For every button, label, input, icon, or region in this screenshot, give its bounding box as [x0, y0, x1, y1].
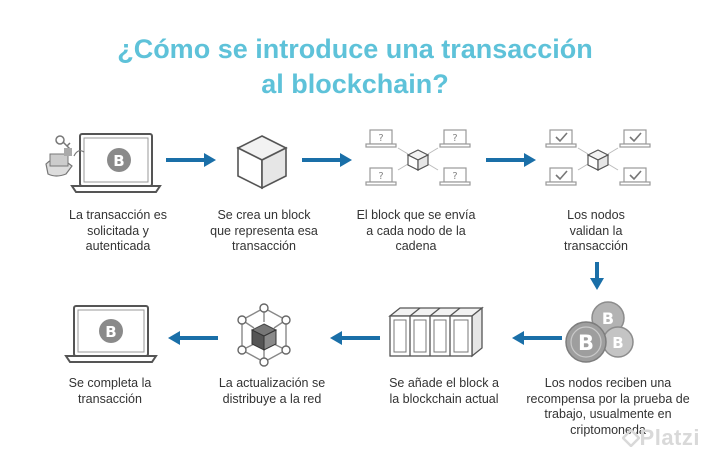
flow-arrow-down: [590, 262, 604, 290]
svg-text:?: ?: [452, 171, 457, 182]
flow-arrow-left: [168, 331, 218, 345]
flow-arrow-right: [486, 153, 536, 167]
page-title-line-2: al blockchain?: [261, 69, 449, 99]
step-3-caption: El block que se envía a cada nodo de la …: [356, 208, 476, 253]
step-8-caption: Se completa la transacción: [68, 376, 152, 406]
svg-text:B: B: [602, 309, 614, 328]
platzi-logo-icon: [622, 429, 640, 447]
svg-text:?: ?: [378, 133, 383, 144]
platzi-watermark: Platzi: [639, 425, 700, 450]
step-1-caption: La transacción es solicitada y autentica…: [69, 208, 167, 253]
laptop-bitcoin-icon: B: [45, 133, 162, 193]
svg-text:?: ?: [452, 133, 457, 144]
svg-text:B: B: [105, 323, 116, 341]
svg-text:B: B: [113, 152, 124, 170]
svg-text:B: B: [612, 334, 623, 352]
step-6-caption: Se añade el block a la blockchain actual: [389, 376, 499, 406]
network-cube-icon: [237, 303, 291, 367]
flow-arrow-right: [166, 153, 216, 167]
bitcoin-coins-icon: B B B: [565, 301, 634, 363]
flow-arrow-left: [330, 331, 380, 345]
flow-arrow-right: [302, 153, 352, 167]
validated-nodes-icon: [545, 129, 651, 186]
step-7-caption: La actualización se distribuye a la red: [218, 376, 326, 406]
step-2-caption: Se crea un block que representa esa tran…: [210, 208, 318, 253]
step-5-caption: Los nodos reciben una recompensa por la …: [526, 376, 690, 437]
cube-icon: [236, 135, 288, 190]
svg-text:B: B: [578, 331, 594, 355]
network-nodes-icon: ?? ??: [365, 129, 471, 186]
block-chain-icon: [388, 306, 484, 358]
page-title-line-1: ¿Cómo se introduce una transacción: [117, 34, 593, 64]
svg-text:?: ?: [378, 171, 383, 182]
laptop-bitcoin-icon: B: [64, 305, 158, 363]
step-4-caption: Los nodos validan la transacción: [564, 208, 628, 253]
flow-arrow-left: [512, 331, 562, 345]
